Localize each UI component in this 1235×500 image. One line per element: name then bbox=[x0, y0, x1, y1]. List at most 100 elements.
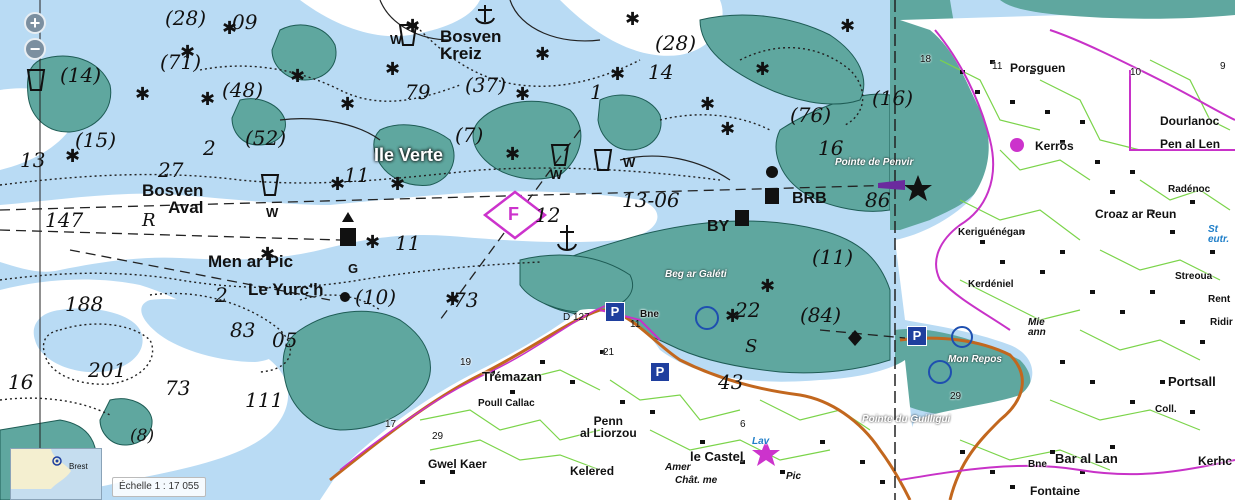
label-bosven-kreiz: Bosven Kreiz bbox=[440, 27, 502, 63]
place-amer: Amer bbox=[665, 462, 691, 473]
svg-text:✱: ✱ bbox=[535, 44, 550, 65]
beacon-symbols bbox=[340, 166, 862, 346]
label-bosven-aval: Bosven Aval bbox=[142, 181, 204, 217]
label-d127: D 127 bbox=[563, 312, 590, 323]
road-number: 19 bbox=[460, 357, 472, 368]
depth-sounding: (28) bbox=[655, 31, 697, 55]
label-w-3: W bbox=[623, 155, 636, 170]
label-w-4: W bbox=[266, 205, 279, 220]
svg-text:✱: ✱ bbox=[390, 174, 405, 195]
svg-text:✱: ✱ bbox=[385, 59, 400, 80]
label-brb: BRB bbox=[792, 190, 827, 207]
svg-text:✱: ✱ bbox=[610, 64, 625, 85]
svg-text:✱: ✱ bbox=[725, 306, 740, 327]
label-ile-verte: Ile Verte bbox=[374, 145, 444, 165]
label-w-1: W bbox=[390, 32, 403, 47]
depth-sounding: 11 bbox=[395, 231, 421, 255]
place-le-castel: le Castel bbox=[690, 449, 744, 464]
deep-water-south-3 bbox=[33, 308, 143, 373]
zoom-out-button[interactable]: − bbox=[24, 38, 46, 60]
label-by: BY bbox=[707, 218, 730, 235]
place-bne: Bne bbox=[1028, 459, 1047, 470]
svg-text:✱: ✱ bbox=[222, 18, 237, 39]
svg-text:✱: ✱ bbox=[290, 66, 305, 87]
depth-sounding: 13 bbox=[20, 148, 46, 172]
depth-sounding: 2 bbox=[203, 136, 216, 160]
depth-sounding: 201 bbox=[88, 358, 127, 382]
label-f: F bbox=[508, 204, 519, 224]
label-g: G bbox=[348, 261, 359, 276]
road-number: 9 bbox=[1220, 61, 1226, 72]
harbour-water bbox=[890, 0, 994, 230]
place-poull-callac: Poull Callac bbox=[478, 398, 535, 409]
depth-sounding: 16 bbox=[818, 136, 844, 160]
depth-sounding: 12 bbox=[535, 203, 561, 227]
rock-symbols: ✱✱✱✱ ✱✱✱✱ ✱✱✱✱ ✱✱✱✱ ✱✱✱✱ ✱✱✱✱ ✱ bbox=[65, 9, 855, 327]
place-gwel-kaer: Gwel Kaer bbox=[428, 457, 487, 471]
depth-sounding: 73 bbox=[453, 288, 479, 312]
zoom-in-button[interactable]: + bbox=[24, 12, 46, 34]
svg-text:✱: ✱ bbox=[505, 144, 520, 165]
place-fontaine: Fontaine bbox=[1030, 484, 1080, 498]
road-number: 21 bbox=[603, 347, 615, 358]
buoy-outlines bbox=[26, 24, 613, 196]
svg-text:✱: ✱ bbox=[720, 119, 735, 140]
svg-text:✱: ✱ bbox=[340, 94, 355, 115]
svg-text:✱: ✱ bbox=[180, 42, 195, 63]
road-number: 6 bbox=[740, 419, 746, 430]
depth-sounding: 111 bbox=[245, 388, 284, 412]
svg-text:✱: ✱ bbox=[625, 9, 640, 30]
svg-text:✱: ✱ bbox=[840, 16, 855, 37]
deep-water-south-2 bbox=[141, 299, 281, 362]
place-pic: Pic bbox=[786, 471, 802, 482]
depth-sounding: (10) bbox=[355, 285, 397, 309]
road-number: 29 bbox=[432, 431, 444, 442]
svg-text:✱: ✱ bbox=[135, 84, 150, 105]
place-bne-2: Bne bbox=[640, 309, 659, 320]
overview-minimap[interactable]: Brest bbox=[10, 448, 102, 500]
place-mie-ann: Mie ann bbox=[1028, 317, 1046, 338]
depth-sounding: 86 bbox=[865, 188, 891, 212]
depth-sounding: (15) bbox=[75, 128, 117, 152]
road-number: 10 bbox=[1130, 67, 1142, 78]
depth-sounding: 22 bbox=[735, 298, 761, 322]
place-kerhc: Kerhc bbox=[1198, 454, 1233, 468]
road-number: 17 bbox=[385, 419, 397, 430]
f-marker-diamond bbox=[482, 190, 548, 240]
place-porsguen: Porsguen bbox=[1010, 61, 1066, 75]
depth-sounding: 27 bbox=[158, 158, 184, 182]
svg-text:✱: ✱ bbox=[405, 16, 420, 37]
depth-sounding: (8) bbox=[130, 426, 155, 446]
parking-sign: P bbox=[907, 326, 927, 346]
svg-text:✱: ✱ bbox=[365, 232, 380, 253]
place-radenoc: Radénoc bbox=[1168, 184, 1211, 195]
poi-marker bbox=[1010, 138, 1024, 152]
svg-text:✱: ✱ bbox=[755, 59, 770, 80]
depth-sounding: 09 bbox=[232, 10, 258, 34]
scale-indicator: Échelle 1 : 17 055 bbox=[112, 477, 207, 497]
depth-sounding: (7) bbox=[455, 123, 484, 147]
depth-sounding: 43 bbox=[718, 370, 744, 394]
depth-sounding: (52) bbox=[245, 126, 287, 150]
depth-sounding: 83 bbox=[230, 318, 256, 342]
svg-text:✱: ✱ bbox=[330, 174, 345, 195]
depth-sounding: 05 bbox=[272, 328, 298, 352]
label-le-yurch: Le Yurc'h bbox=[248, 280, 324, 299]
label-route-11: 11 bbox=[630, 319, 641, 330]
place-kerros: Kerros bbox=[1035, 139, 1074, 153]
svg-text:✱: ✱ bbox=[760, 276, 775, 297]
depth-sounding: (84) bbox=[800, 303, 842, 327]
anchorage-circle-icon bbox=[695, 306, 973, 384]
label-r: R bbox=[142, 210, 156, 231]
buildings bbox=[420, 60, 1215, 489]
depth-sounding: 16 bbox=[8, 370, 34, 394]
place-chat-me: Chât. me bbox=[675, 475, 718, 486]
place-tremazan: Trémazan bbox=[482, 369, 542, 384]
depth-sounding: (76) bbox=[790, 103, 832, 127]
svg-text:✱: ✱ bbox=[65, 146, 80, 167]
contour-lines bbox=[279, 0, 731, 181]
place-bar-al-lan: Bar al Lan bbox=[1055, 451, 1118, 466]
anchor-icon bbox=[475, 5, 577, 251]
depth-sounding: 188 bbox=[65, 292, 104, 316]
